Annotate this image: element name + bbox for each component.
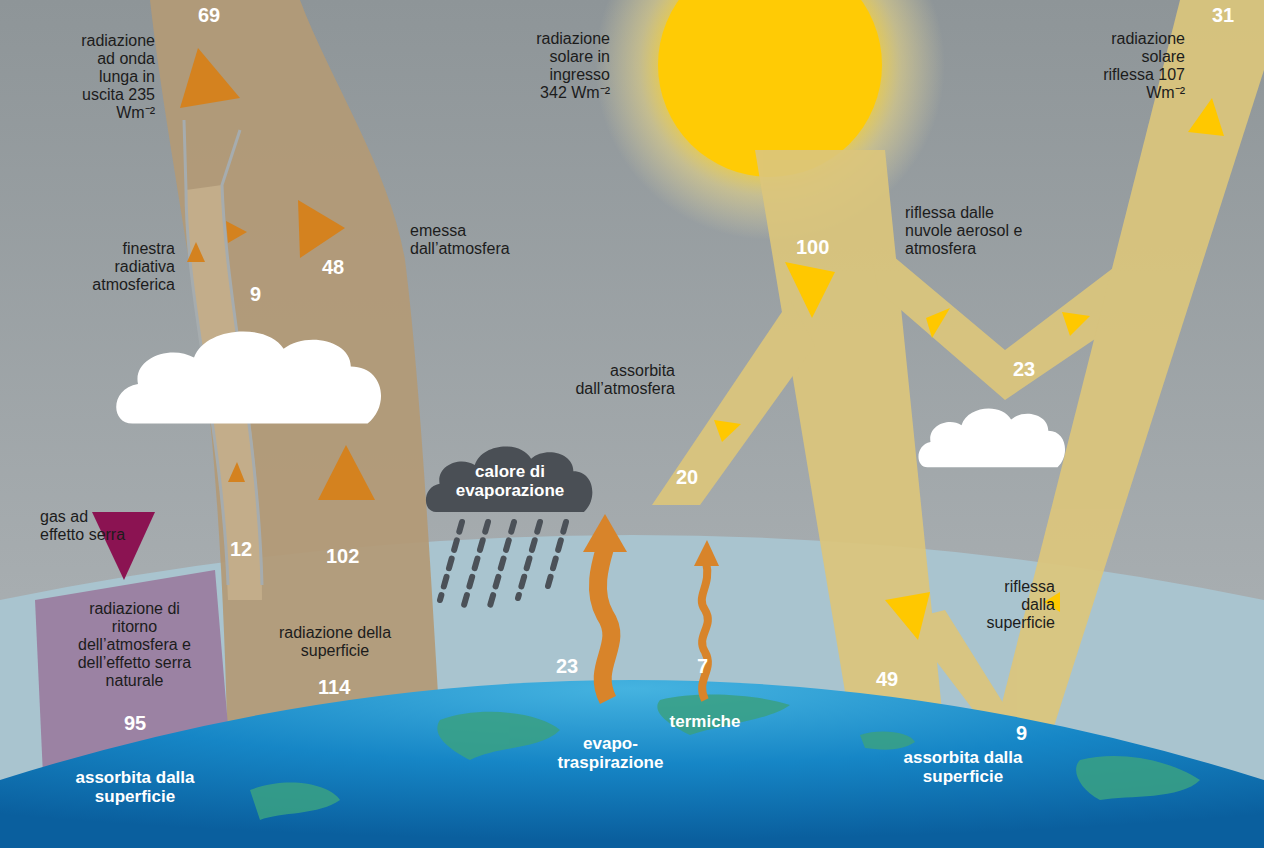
cloud <box>918 409 1065 468</box>
flow-label: assorbita dall’atmosfera <box>565 362 675 398</box>
flow-label: evapo- traspirazione <box>553 734 668 772</box>
evaporation-cloud: calore di evaporazione <box>422 437 598 515</box>
flow-label: finestra radiativa atmosferica <box>90 240 175 294</box>
flow-value: 100 <box>796 236 829 259</box>
flow-label: gas ad effetto serra <box>40 508 132 544</box>
flow-value: 49 <box>876 668 898 691</box>
flow-value: 48 <box>322 256 344 279</box>
flow-value: 7 <box>697 655 708 678</box>
flow-value: 31 <box>1212 4 1234 27</box>
absorbed-atmosphere-band <box>652 300 815 505</box>
flow-label: radiazione solare in ingresso 342 Wm⁻² <box>525 30 610 102</box>
flow-value: 9 <box>250 283 261 306</box>
flow-label: assorbita dalla superficie <box>898 748 1028 786</box>
flow-value: 114 <box>318 676 350 699</box>
flow-value: 23 <box>556 655 578 678</box>
reflected-solar-band <box>985 0 1264 770</box>
solar-arrowheads <box>714 98 1224 640</box>
arrowhead <box>694 540 719 566</box>
longwave-arrowheads <box>180 48 375 500</box>
flow-value: 9 <box>1016 722 1027 745</box>
continents <box>250 695 1200 820</box>
flow-label: emessa dall’atmosfera <box>410 222 525 258</box>
thermal-flow <box>702 562 708 700</box>
flow-label: assorbita dalla superficie <box>70 768 200 806</box>
flow-value: 12 <box>230 538 252 561</box>
rain <box>440 522 566 612</box>
evapotranspiration-flow <box>598 548 611 700</box>
flow-value: 95 <box>124 712 146 735</box>
flow-label: radiazione della superficie <box>265 624 405 660</box>
flow-label: riflessa dalle nuvole aerosol e atmosfer… <box>905 204 1030 258</box>
flow-value: 102 <box>326 545 359 568</box>
flow-value: 20 <box>676 466 698 489</box>
flow-value: 23 <box>1013 358 1035 381</box>
flow-label: radiazione ad onda lunga in uscita 235 W… <box>70 32 155 122</box>
cloud <box>116 331 381 423</box>
flow-label: radiazione di ritorno dell’atmosfera e d… <box>72 600 197 690</box>
earth <box>0 680 1264 848</box>
flow-label: radiazione solare riflessa 107 Wm⁻² <box>1100 30 1185 102</box>
arrowhead <box>583 514 627 552</box>
flow-value: 69 <box>198 4 220 27</box>
flow-label: riflessa dalla superficie <box>975 578 1055 632</box>
greenhouse-arrow <box>92 512 155 580</box>
cloud-outline <box>426 447 592 512</box>
flow-label: termiche <box>655 712 755 731</box>
cloud-label: calore di evaporazione <box>450 462 570 500</box>
